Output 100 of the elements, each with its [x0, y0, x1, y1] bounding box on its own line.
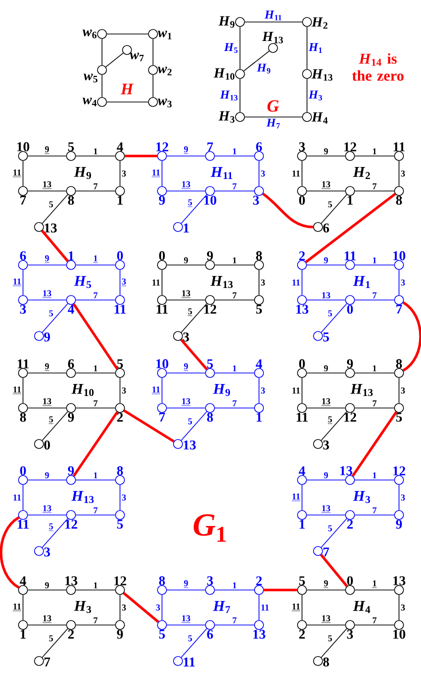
gadget-name: H$_{13}$	[210, 276, 233, 288]
vertex-label: 1	[20, 630, 26, 639]
vertex-label: 12	[156, 142, 168, 152]
edge-line	[42, 303, 68, 333]
vertex-label: 4	[20, 576, 26, 586]
vertex-label: 5	[68, 142, 74, 152]
edge-label: 13	[42, 181, 52, 189]
edge-label: 3	[122, 387, 126, 394]
vertex-label: w$_{7}$	[130, 52, 144, 62]
vertex-label: 6	[68, 359, 74, 368]
edge-line	[28, 190, 66, 192]
edge-label: 1	[232, 148, 236, 154]
edge-line	[124, 154, 158, 158]
edge-line	[105, 52, 124, 68]
edge-label: 11	[261, 604, 269, 610]
edge-label: 13	[42, 505, 52, 513]
gadget-name: H$_{7}$	[213, 601, 230, 613]
vertex-label: 12	[204, 304, 216, 314]
vertex-label: 8	[256, 251, 262, 260]
edge-line	[352, 411, 398, 477]
vertex-label: 5	[117, 520, 123, 529]
edge-label: 5	[48, 523, 54, 531]
edge-label: 9	[45, 472, 49, 478]
edge-label: 7	[232, 292, 237, 298]
edge-line	[76, 624, 116, 626]
vertex-label: H$_{3}$	[218, 111, 234, 123]
edge-label: 13	[42, 290, 52, 298]
edge-label: H$_{3}$	[308, 90, 322, 100]
vertex-label: w$_{4}$	[82, 98, 97, 106]
edge-label: 3	[261, 387, 265, 394]
note-text: H$_{14}$ is the zero	[352, 53, 404, 81]
edge-line	[152, 38, 154, 66]
vertex-label: 5	[299, 576, 305, 586]
vertex-label: 11	[344, 251, 356, 260]
gadget-name: H$_{4}$	[353, 601, 370, 613]
edge-label: 11	[152, 386, 160, 394]
edge-label: 13	[321, 615, 331, 623]
vertex-label: 13	[340, 466, 352, 476]
vertex-label: w$_{2}$	[158, 66, 172, 76]
edge-label: 3	[261, 170, 265, 177]
edge-label: 7	[372, 617, 377, 624]
edge-line	[72, 303, 118, 370]
vertex-label: 13	[44, 223, 57, 233]
vertex-label: w$_{1}$	[158, 30, 172, 40]
edge-line	[354, 372, 394, 374]
vertex-label: 1	[256, 412, 262, 422]
edge-line	[214, 264, 254, 266]
edge-line	[28, 514, 66, 516]
edge-line	[22, 160, 24, 186]
edge-line	[320, 518, 348, 548]
edge-label: 13	[181, 181, 191, 189]
vertex-label: 7	[44, 658, 50, 666]
edge-label: 1	[372, 365, 376, 372]
vertex-label: 9	[117, 630, 123, 639]
edge-label: 13	[321, 505, 331, 513]
vertex-label: 5	[396, 412, 402, 422]
gadget-name: H$_{3}$	[353, 490, 370, 504]
edge-label: 5	[188, 418, 192, 424]
vertex-label: 7	[159, 412, 166, 422]
vertex-label: 10	[204, 196, 216, 205]
vertex-label: 12	[393, 466, 406, 476]
vertex-label: 1	[118, 196, 123, 205]
edge-label: H$_{1}$	[308, 43, 322, 53]
gadget-name: H$_{13}$	[71, 490, 94, 504]
gadget-name: H$_{9}$	[213, 384, 230, 396]
gadget-name: H$_{13}$	[350, 384, 373, 396]
edge-line	[28, 264, 66, 266]
vertex-label: 4	[68, 304, 74, 314]
edge-line	[320, 411, 348, 441]
vertex-label: 12	[344, 142, 356, 152]
vertex-label: 8	[396, 196, 402, 205]
edge-line	[42, 518, 68, 548]
edge-label: 7	[372, 400, 377, 406]
gadget-name: H$_{1}$	[353, 276, 370, 288]
edge-label: H$_{13}$	[220, 90, 238, 100]
edge-label: 9	[44, 146, 50, 154]
edge-label: 5	[328, 416, 332, 424]
vertex-label: 9	[207, 251, 213, 260]
edge-label: 7	[94, 183, 98, 190]
vertex-label: 0	[159, 251, 165, 260]
vertex-label: 1	[300, 520, 305, 529]
edge-label: 5	[48, 416, 54, 424]
edge-line	[166, 372, 206, 374]
vertex-label: 2	[299, 251, 305, 260]
edge-line	[180, 194, 208, 224]
edge-label: 3	[401, 604, 405, 611]
edge-label: 1	[232, 257, 236, 264]
edge-line	[398, 594, 400, 620]
vertex-label: 7	[20, 196, 26, 205]
edge-line	[398, 484, 400, 510]
edge-line	[42, 628, 68, 658]
edge-line	[354, 190, 394, 192]
edge-label: 9	[184, 580, 188, 588]
vertex-label: 3	[323, 440, 329, 450]
gadget-name: H$_{9}$	[74, 166, 91, 180]
edge-label: 1	[372, 472, 376, 478]
vertex-label: H$_{10}$	[214, 68, 234, 80]
edge-line	[398, 378, 400, 404]
edge-label: 7	[232, 183, 237, 190]
vertex-label: 12	[344, 412, 356, 422]
